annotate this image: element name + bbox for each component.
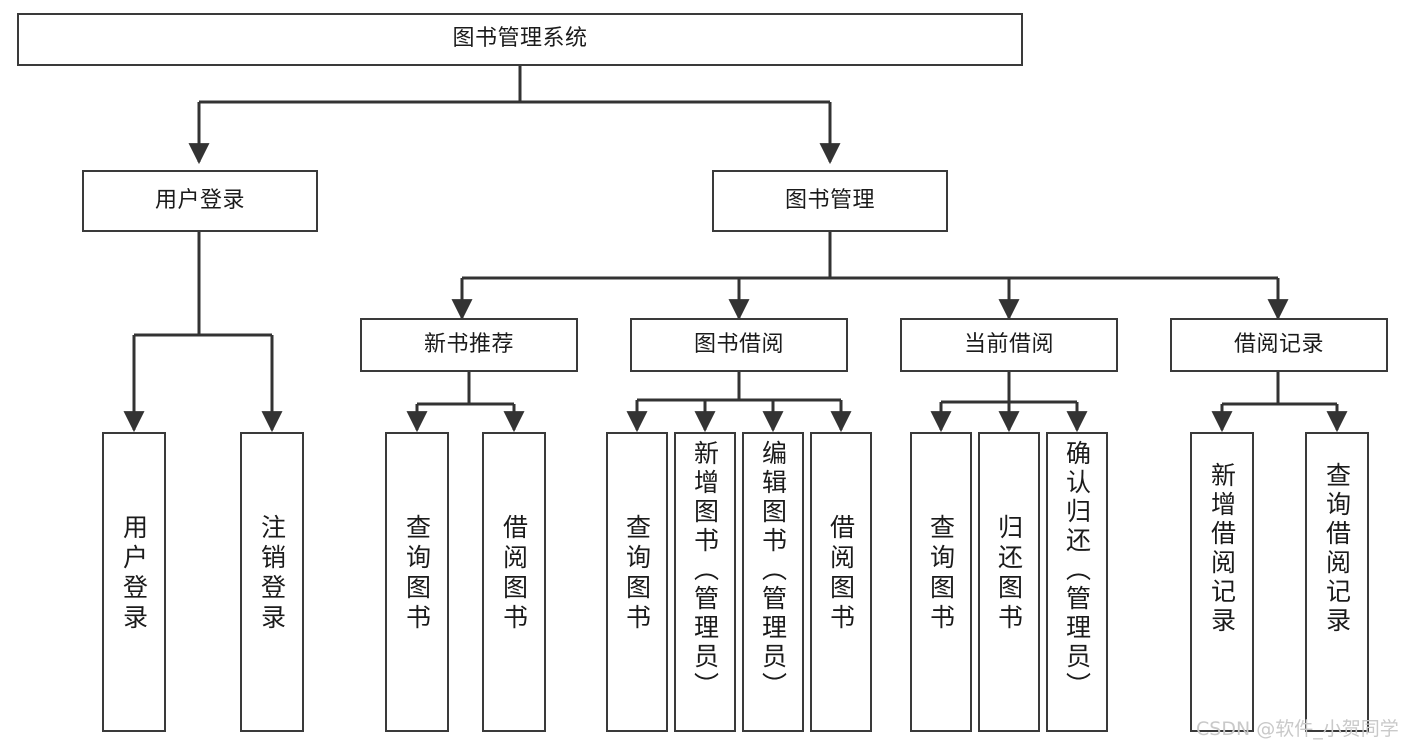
node-user-login-label: 用户登录 (154, 187, 245, 213)
leaf-borrow-book-2[interactable]: 借阅图书 (810, 432, 872, 732)
node-user-login[interactable]: 用户登录 (82, 170, 318, 232)
node-new-book-recommend[interactable]: 新书推荐 (360, 318, 578, 372)
node-current-borrow[interactable]: 当前借阅 (900, 318, 1118, 372)
leaf-query-book-1[interactable]: 查询图书 (385, 432, 449, 732)
leaf-query-record-label: 查询借阅记录 (1322, 462, 1352, 636)
node-book-management-label: 图书管理 (784, 187, 875, 213)
node-book-management[interactable]: 图书管理 (712, 170, 948, 232)
leaf-logout[interactable]: 注销登录 (240, 432, 304, 732)
leaf-add-record[interactable]: 新增借阅记录 (1190, 432, 1254, 732)
leaf-edit-book[interactable]: 编辑图书（管理员） (742, 432, 804, 732)
leaf-borrow-book-1[interactable]: 借阅图书 (482, 432, 546, 732)
leaf-return-book-label: 归还图书 (994, 514, 1024, 634)
leaf-return-book[interactable]: 归还图书 (978, 432, 1040, 732)
leaf-query-book-1-label: 查询图书 (402, 514, 432, 634)
node-new-book-recommend-label: 新书推荐 (423, 331, 514, 357)
node-root[interactable]: 图书管理系统 (17, 13, 1023, 66)
leaf-edit-book-label: 编辑图书（管理员） (758, 440, 788, 701)
node-current-borrow-label: 当前借阅 (963, 331, 1054, 357)
leaf-confirm-return[interactable]: 确认归还（管理员） (1046, 432, 1108, 732)
leaf-add-record-label: 新增借阅记录 (1207, 462, 1237, 636)
node-borrow-record-label: 借阅记录 (1233, 331, 1324, 357)
leaf-query-book-2-label: 查询图书 (622, 514, 652, 634)
node-root-label: 图书管理系统 (452, 26, 588, 52)
leaf-borrow-book-1-label: 借阅图书 (499, 514, 529, 634)
leaf-query-book-3-label: 查询图书 (926, 514, 956, 634)
leaf-confirm-return-label: 确认归还（管理员） (1062, 440, 1092, 701)
leaf-user-login-label: 用户登录 (119, 514, 149, 634)
leaf-query-book-3[interactable]: 查询图书 (910, 432, 972, 732)
node-borrow-record[interactable]: 借阅记录 (1170, 318, 1388, 372)
leaf-query-book-2[interactable]: 查询图书 (606, 432, 668, 732)
node-book-borrow-label: 图书借阅 (693, 331, 784, 357)
leaf-logout-label: 注销登录 (257, 514, 287, 634)
leaf-borrow-book-2-label: 借阅图书 (826, 514, 856, 634)
node-book-borrow[interactable]: 图书借阅 (630, 318, 848, 372)
watermark-text: CSDN @软件_小贺同学 (1196, 718, 1399, 740)
leaf-add-book-label: 新增图书（管理员） (690, 440, 720, 701)
leaf-query-record[interactable]: 查询借阅记录 (1305, 432, 1369, 732)
leaf-add-book[interactable]: 新增图书（管理员） (674, 432, 736, 732)
leaf-user-login[interactable]: 用户登录 (102, 432, 166, 732)
